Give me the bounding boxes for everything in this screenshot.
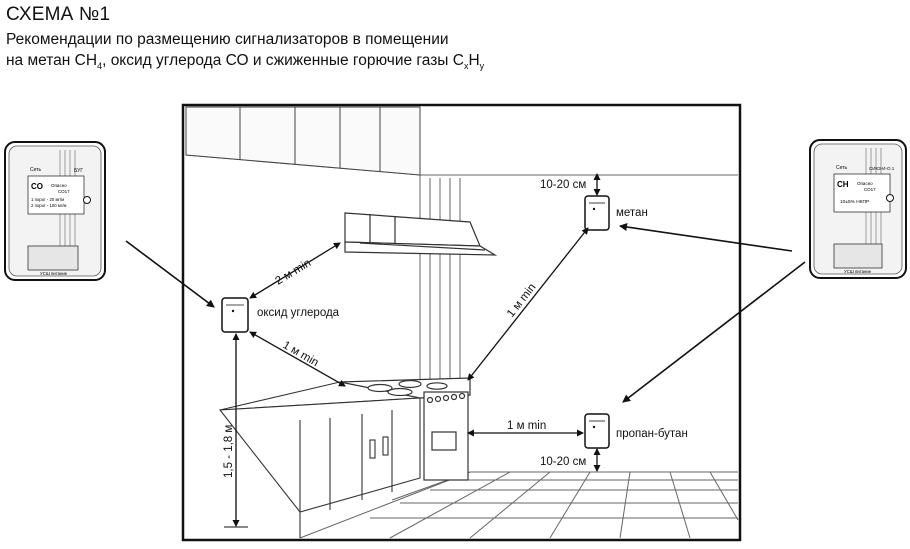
left-device-gas: CO [31,182,43,191]
methane-sensor [584,195,610,231]
pointer-arrows [125,223,806,403]
left-device-model: БУГ [74,168,83,174]
device-co-detector [4,141,106,281]
right-device-status: Опасно [857,181,873,186]
right-device-gas: CH [837,180,849,189]
co-sensor [221,297,249,333]
subtitle-text-c: H [468,52,480,69]
right-device-brand: Сеть [836,165,848,171]
right-device-model: СИКЗ-И-О.1 [869,166,895,171]
page-title: СХЕМА №1 [6,4,111,25]
subscript-4: 4 [97,61,103,71]
right-device-line1: 10±5% НКПР [840,199,869,205]
subscript-y: y [479,61,485,71]
subtitle-line-1: Рекомендации по размещению сигнализаторо… [6,31,449,48]
left-device-code: СО17 [58,189,70,194]
left-device-line1: 1 порог - 20 мг/м [31,197,64,202]
room-lines [185,154,739,539]
dim-ceiling-gap: 10-20 см [540,179,586,191]
subscript-x: x [463,61,469,71]
device-methane-detector [809,139,907,279]
dim-stove-propane: 1 м min [507,420,546,432]
dim-floor-gap: 10-20 см [540,456,586,468]
dim-co-height: 1,5 - 1,8 м [223,425,235,478]
upper-cabinets [185,106,421,176]
subtitle-line-2: на метан CH4, оксид углерода СО и сжижен… [6,52,485,71]
co-sensor-label: оксид углерода [257,307,340,319]
right-device-bottom: УСШ питание [844,269,872,274]
stove [339,377,471,481]
subtitle-text-a: на метан CH [6,52,98,69]
propane-sensor [584,413,610,449]
left-device-line2: 2 порог - 100 мг/м [31,203,67,208]
left-device-status: Опасно [51,183,67,188]
dimension-lines [232,173,601,527]
propane-sensor-label: пропан-бутан [616,428,688,440]
subtitle-text-b: , оксид углерода СО и сжиженные горючие … [102,52,464,69]
range-hood [344,212,498,256]
right-device-code: СО17 [864,187,876,192]
left-device-brand: Сеть [30,167,42,173]
left-device-bottom: УСШ питание [40,271,68,276]
methane-sensor-label: метан [616,207,648,219]
